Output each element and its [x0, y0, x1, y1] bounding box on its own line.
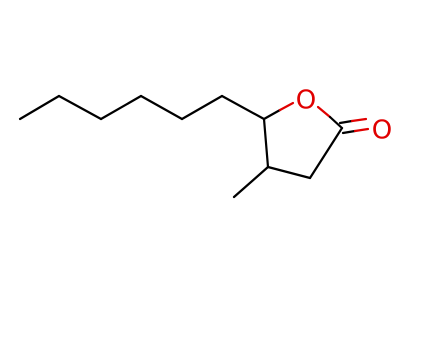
bond-c3-c4ring: [266, 165, 312, 180]
bond-o-c2ring-black: [328, 115, 344, 130]
bond-methyl: [232, 165, 270, 199]
bond-carbonyl-1-black: [338, 119, 354, 125]
bond-o-c2ring-red: [316, 105, 332, 119]
bond-c5ring-o-red: [278, 101, 295, 112]
carbonyl-double-bond: [338, 117, 370, 135]
lactone-ring: [262, 101, 344, 180]
bond-c2ring-c3: [308, 126, 344, 180]
bond-c6-ring: [220, 94, 266, 121]
ring-oxygen-label: O: [296, 86, 316, 116]
carbonyl-oxygen-label: O: [372, 116, 392, 146]
bond-c2-c3: [57, 94, 103, 121]
bond-carbonyl-2-black: [341, 129, 357, 135]
bond-carbonyl-2-red: [353, 127, 370, 133]
bond-c4ring-c5ring: [262, 117, 270, 169]
bond-c4-c5: [139, 94, 184, 121]
hexyl-chain: [18, 94, 266, 121]
bond-c5-c6: [180, 94, 224, 121]
bond-c3-c4: [99, 94, 143, 121]
bond-carbonyl-1-red: [350, 117, 368, 123]
bond-c5ring-o-black: [262, 108, 282, 121]
bond-c1-c2: [18, 94, 61, 121]
